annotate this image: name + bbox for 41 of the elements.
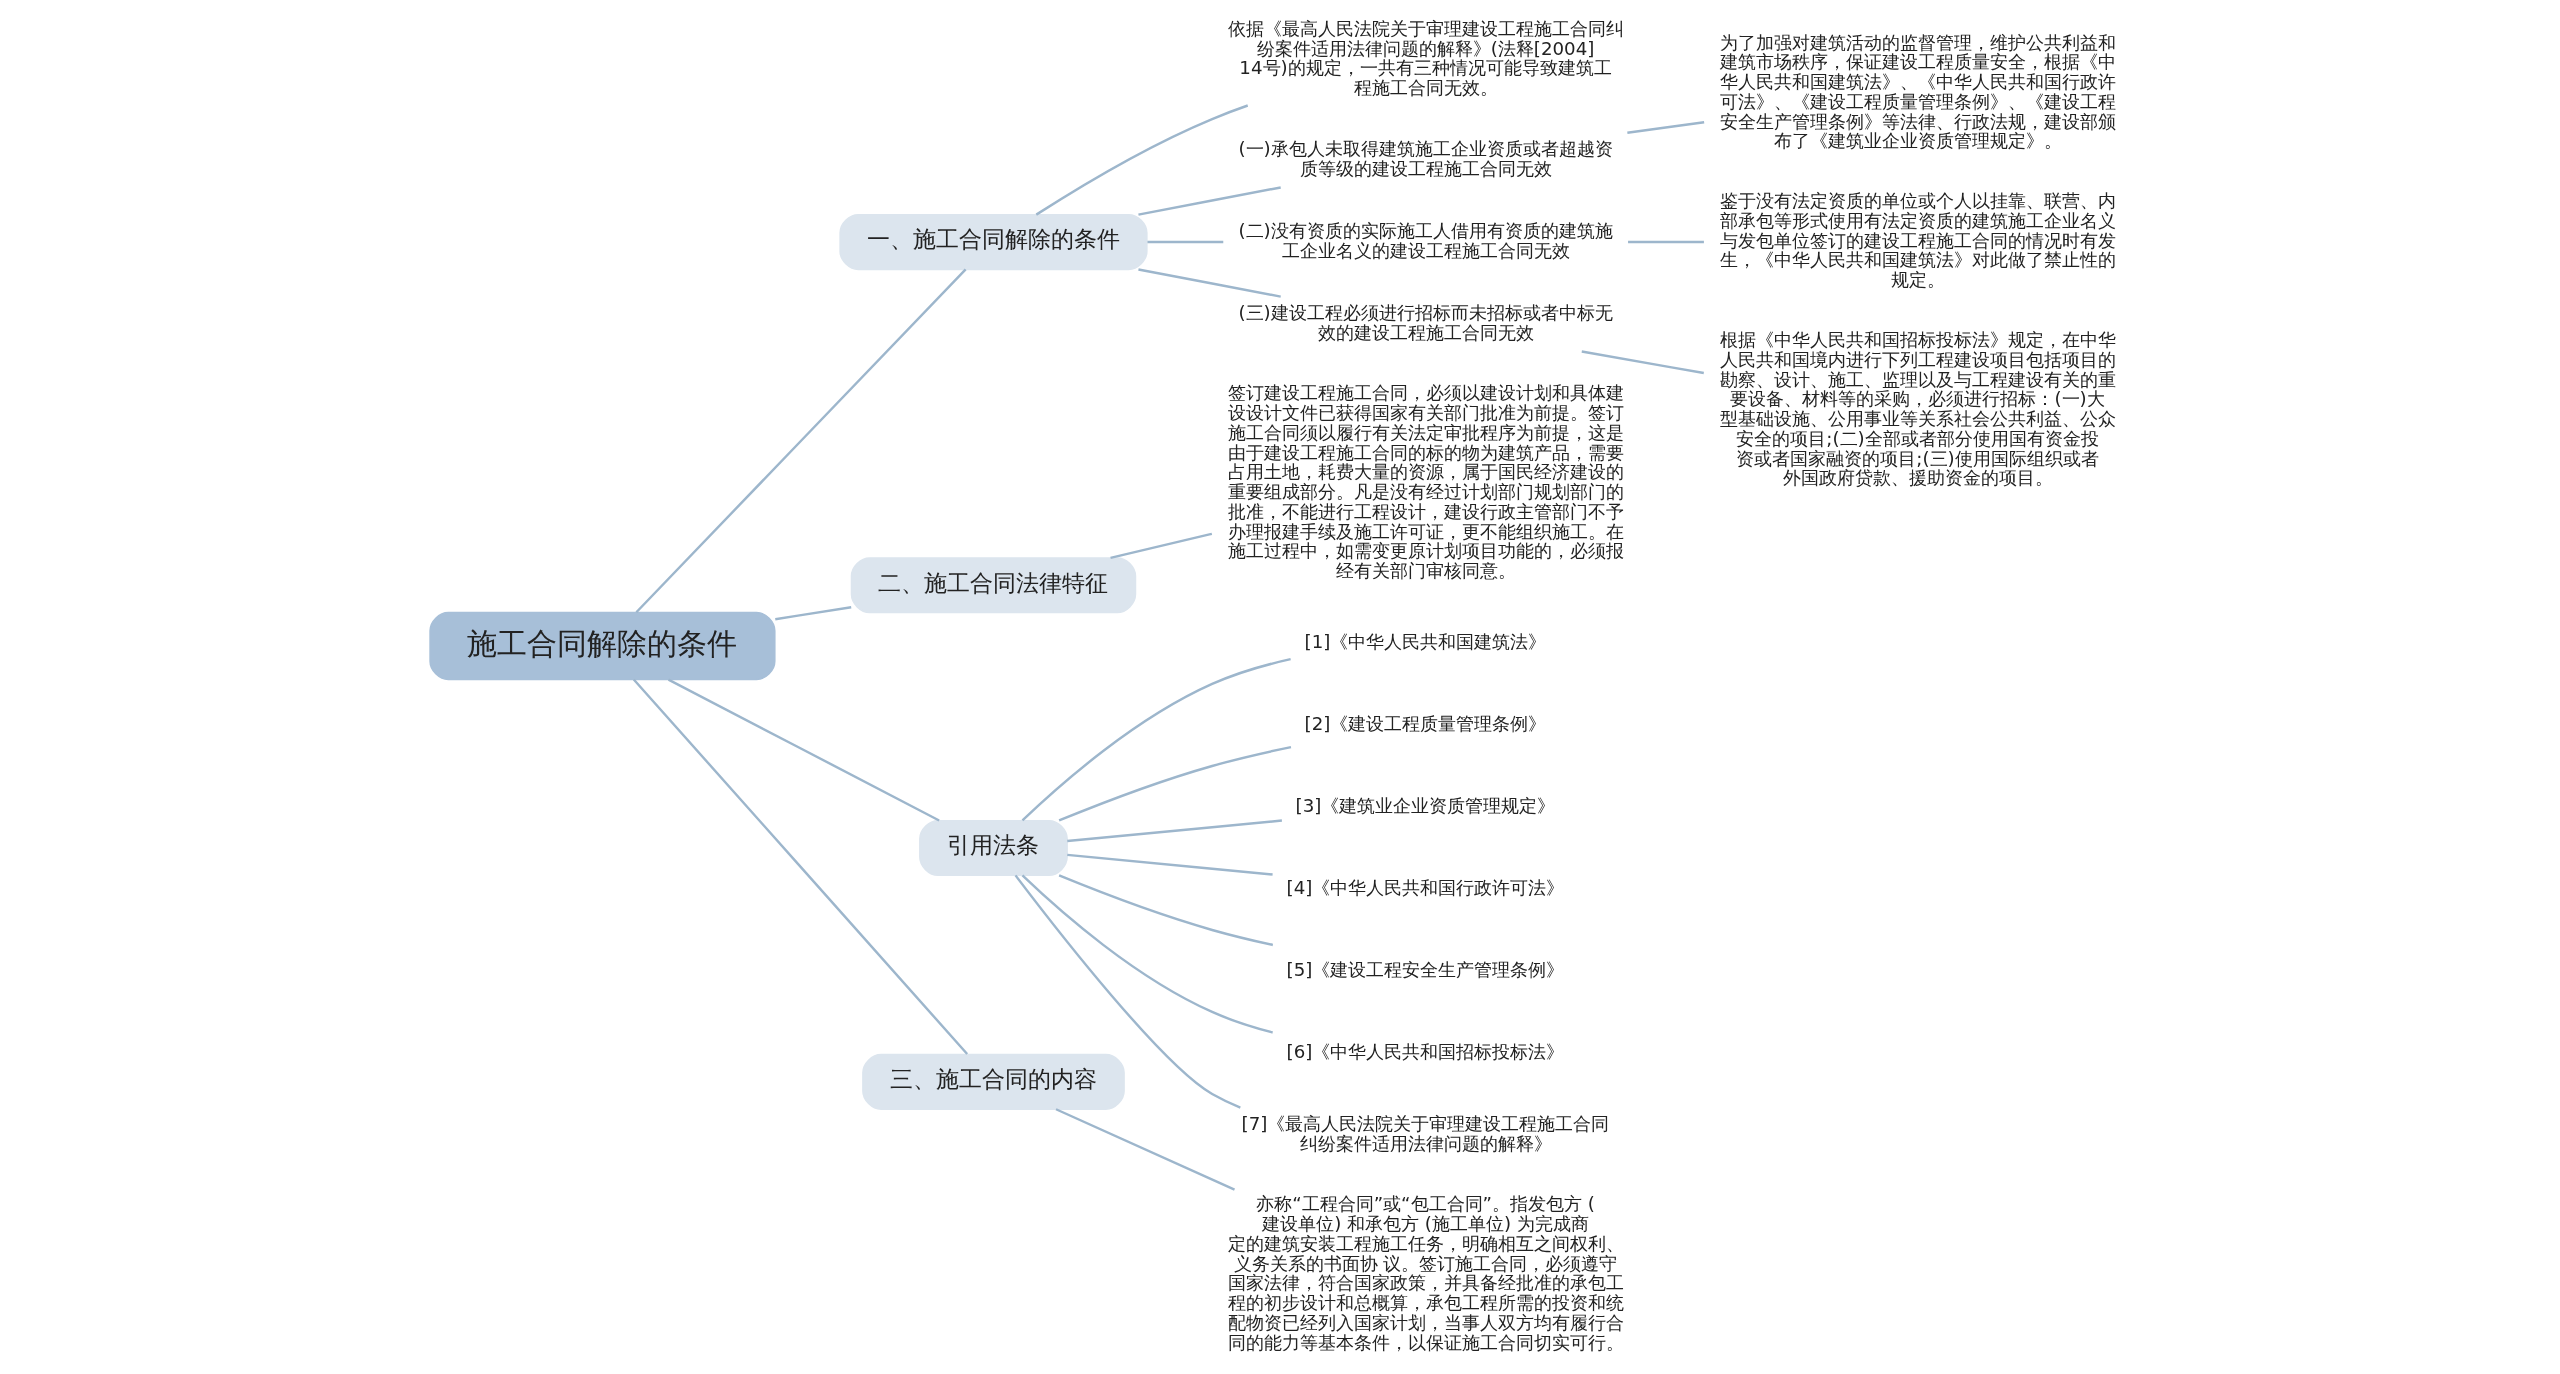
node-text: [2]《建设工程质量管理条例》 <box>1304 712 1546 734</box>
node-box: 三、施工合同的内容 <box>861 1053 1125 1110</box>
connector <box>1021 658 1291 822</box>
node-text: [3]《建筑业企业资质管理规定》 <box>1295 794 1555 816</box>
node-text: (一)承包人未取得建筑施工企业资质或者超越资质等级的建设工程施工合同无效 <box>1237 137 1613 179</box>
node-text: 鉴于没有法定资质的单位或个人以挂靠、联营、内部承包等形式使用有法定资质的建筑施工企业名义与发包单位签订的建设工程施工合同的情况时有发生，《中华人民共和国建筑法》对此做了禁止性的规定。 <box>1719 190 2116 291</box>
connector <box>635 268 967 614</box>
connector <box>1014 874 1241 1109</box>
node-text: 依据《最高人民法院关于审理建设工程施工合同纠纷案件适用法律问题的解释》(法释[2004]14号)的规定，一共有三种情况可能导致建筑工程施工合同无效。 <box>1227 17 1624 99</box>
connector <box>1137 268 1281 298</box>
node-text: [7]《最高人民法院关于审理建设工程施工合同纠纷案件适用法律问题的解释》 <box>1241 1112 1609 1154</box>
connector <box>1626 120 1704 134</box>
node-text: 签订建设工程施工合同，必须以建设计划和具体建设设计文件已获得国家有关部门批准为前提。签订施工合同须以履行有关法定审批程序为前提，这是由于建设工程施工合同的标的物为建筑产品，需要占用土地，耗费大量的资源，属于国民经济建设的重要组成部分。凡是没有经过计划部门规划部门的批准，不能进行工程设计，建设行政主管部门不予办理报建手续及施工许可证，更不能组织施工。在施工过程中，如需变更原计划项目功能的，必须报经有关部门审核同意。 <box>1227 382 1624 582</box>
connector <box>1021 874 1273 1034</box>
node-box: 二、施工合同法律特征 <box>850 557 1136 614</box>
node-text: [1]《中华人民共和国建筑法》 <box>1304 630 1546 652</box>
connector <box>1627 240 1704 244</box>
connector <box>667 678 940 822</box>
node-box: 引用法条 <box>918 819 1068 877</box>
node-text: [5]《建设工程安全生产管理条例》 <box>1286 958 1564 980</box>
connector <box>1058 745 1291 822</box>
node-text: [6]《中华人民共和国招标投标法》 <box>1286 1040 1564 1062</box>
connector <box>1137 186 1281 216</box>
node-text: (三)建设工程必须进行招标而未招标或者中标无效的建设工程施工合同无效 <box>1237 301 1613 343</box>
connector <box>1581 350 1704 375</box>
connector <box>1109 532 1212 560</box>
connector <box>1066 819 1282 843</box>
connector <box>774 606 851 621</box>
node-box: 施工合同解除的条件 <box>428 611 776 681</box>
connector <box>632 678 968 1055</box>
node-text: 为了加强对建筑活动的监督管理，维护公共利益和建筑市场秩序，保证建设工程质量安全，根据《中华人民共和国建筑法》、《中华人民共和国行政许可法》、《建设工程质量管理条例》、《建设工程安全生产管理条例》等法律、行政法规，建设部颁布了《建筑业企业资质管理规定》。 <box>1719 31 2116 152</box>
connector <box>1058 874 1273 947</box>
node-text: 根据《中华人民共和国招标投标法》规定，在中华人民共和国境内进行下列工程建设项目包括项目的勘察、设计、施工、监理以及与工程建设有关的重要设备、材料等的采购，必须进行招标：(一)大型基础设施、公用事业等关系社会公共利益、公众安全的项目;(二)全部或者部分使用国有资金投资或者国家融资的项目;(三)使用国际组织或者外国政府贷款、援助资金的项目。 <box>1719 329 2116 489</box>
connector <box>1146 240 1223 244</box>
connector <box>1066 853 1273 876</box>
node-box: 一、施工合同解除的条件 <box>838 213 1148 271</box>
node-text: 亦称“工程合同”或“包工合同”。指发包方 (建设单位) 和承包方 (施工单位) 为完成商定的建筑安装工程施工任务，明确相互之间权利、义务关系的书面协 议。签订施工合同，必须遵守国家法律，符合国家政策，并具备经批准的承包工程的初步设计和总概算，承包工程所需的投资和统配物资已经列入国家计划，当事人双方均有履行合同的能力等基本条件，以保证施工合同切实可行。 <box>1227 1193 1624 1353</box>
node-text: [4]《中华人民共和国行政许可法》 <box>1286 876 1564 898</box>
connector <box>1055 1108 1235 1191</box>
connector <box>1035 104 1248 216</box>
node-text: (二)没有资质的实际施工人借用有资质的建筑施工企业名义的建设工程施工合同无效 <box>1237 219 1613 261</box>
